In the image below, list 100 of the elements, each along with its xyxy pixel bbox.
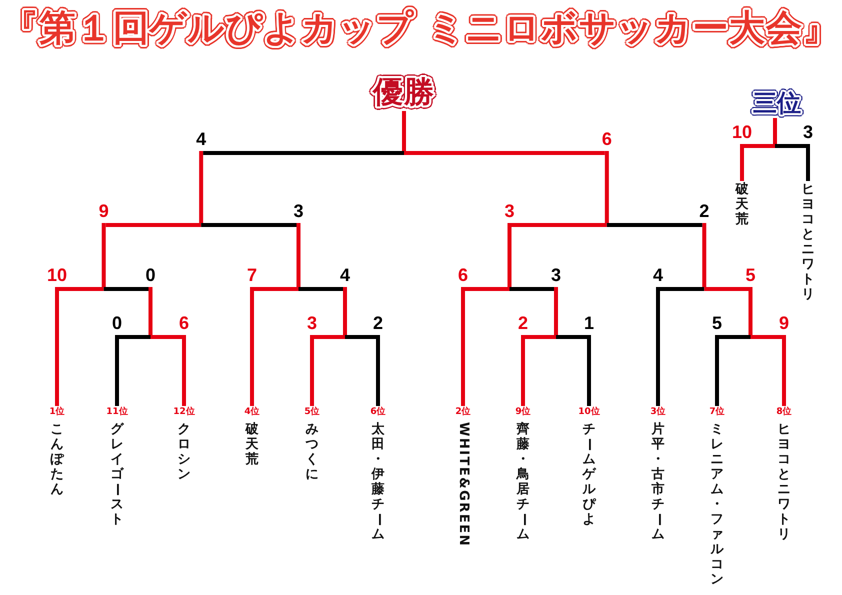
bracket-line (465, 287, 510, 291)
bracket-line (525, 335, 556, 339)
bracket-line (115, 335, 119, 406)
score: 6 (602, 130, 612, 148)
team-name: ヒヨコとニワトリ (776, 422, 792, 544)
bracket-line (104, 287, 148, 291)
rank-label: 11位 (106, 407, 128, 417)
bracket-line (660, 287, 704, 291)
bracket-line (201, 223, 296, 227)
score: 5 (712, 314, 722, 332)
score: 3 (551, 266, 561, 284)
score: 1 (584, 314, 594, 332)
title: 『第１回ゲルぴよカップ ミニロボサッカー大会』 (2, 7, 840, 51)
bracket-line (296, 223, 300, 287)
rank-label: 1位 (49, 407, 65, 417)
score: 3 (294, 202, 304, 220)
team-name: こんぽたん (50, 422, 65, 499)
bracket-line (376, 335, 380, 406)
team-name: ミレニアム・ファルコン (710, 422, 725, 589)
bracket-line (150, 335, 182, 339)
bracket-line (250, 287, 254, 406)
team-name: クロシン (176, 422, 192, 484)
bracket-line (59, 287, 104, 291)
bracket-line (750, 335, 782, 339)
score: 0 (146, 266, 156, 284)
score: 6 (458, 266, 468, 284)
team-name: グレイゴースト (109, 422, 125, 529)
bracket-line (402, 111, 406, 151)
bracket-line (203, 151, 404, 155)
bracket-line (298, 287, 343, 291)
bracket-line (508, 223, 512, 287)
score: 9 (98, 202, 109, 220)
bracket-line (806, 144, 810, 181)
score: 0 (112, 314, 122, 332)
rank-label: 8位 (776, 407, 792, 417)
bracket-line (106, 223, 202, 227)
team-name: ヒヨコとニワトリ (800, 182, 816, 304)
rank-label: 3位 (650, 407, 666, 417)
score: 2 (373, 314, 383, 332)
team-name: チームゲルぴよ (581, 422, 597, 529)
rank-label: 10位 (578, 407, 600, 417)
bracket-line (704, 287, 748, 291)
team-name: 破天荒 (734, 182, 750, 229)
bracket-line (748, 287, 752, 335)
bracket-line (510, 287, 554, 291)
rank-label: 6位 (370, 407, 386, 417)
bracket-line (102, 223, 106, 287)
bracket-line (310, 335, 314, 406)
bracket-line (744, 144, 775, 148)
rank-label: 4位 (244, 407, 260, 417)
bracket-line (345, 335, 376, 339)
bracket-line (254, 287, 298, 291)
bracket-line (775, 144, 806, 148)
bracket-line (55, 287, 59, 406)
team-name: 太田・伊藤チーム (370, 422, 386, 544)
score: 9 (779, 314, 789, 332)
bracket-line (404, 151, 605, 155)
score: 3 (307, 314, 317, 332)
score: 3 (504, 202, 514, 220)
score: 3 (803, 123, 813, 141)
bracket-line (521, 335, 525, 406)
score: 7 (247, 266, 257, 284)
bracket-line (782, 335, 786, 406)
bracket-line (719, 335, 750, 339)
winner-heading: 優勝 (373, 76, 435, 110)
third-place-heading: 三位 (753, 90, 801, 117)
team-name: 破天荒 (244, 422, 260, 469)
score: 10 (732, 123, 752, 141)
bracket-line (556, 335, 587, 339)
bracket-line (199, 151, 204, 223)
bracket-line (148, 287, 152, 335)
team-name: 片平・古市チーム (650, 422, 666, 544)
team-name: みつくに (304, 422, 320, 484)
score: 4 (196, 130, 206, 148)
bracket-line (702, 223, 706, 287)
rank-label: 2位 (455, 407, 471, 417)
score: 10 (46, 266, 68, 284)
score: 2 (518, 314, 528, 332)
score: 5 (746, 266, 756, 284)
score: 4 (653, 266, 663, 284)
bracket-line (343, 287, 347, 335)
bracket-line (773, 118, 777, 144)
score: 4 (340, 266, 350, 284)
bracket-line (554, 287, 558, 335)
bracket-line (740, 144, 744, 181)
rank-label: 5位 (304, 407, 320, 417)
bracket-line (656, 287, 660, 406)
bracket-line (461, 287, 465, 406)
bracket-line (587, 335, 591, 406)
bracket-line (314, 335, 345, 339)
bracket-line (182, 335, 186, 406)
score: 6 (179, 314, 189, 332)
bracket-line (604, 151, 609, 223)
bracket-line (512, 223, 607, 227)
bracket-line (715, 335, 719, 406)
rank-label: 9位 (515, 407, 531, 417)
team-name: 齊藤・鳥居チーム (515, 422, 531, 544)
bracket-line (119, 335, 150, 339)
rank-label: 7位 (709, 407, 725, 417)
bracket-line (606, 223, 702, 227)
